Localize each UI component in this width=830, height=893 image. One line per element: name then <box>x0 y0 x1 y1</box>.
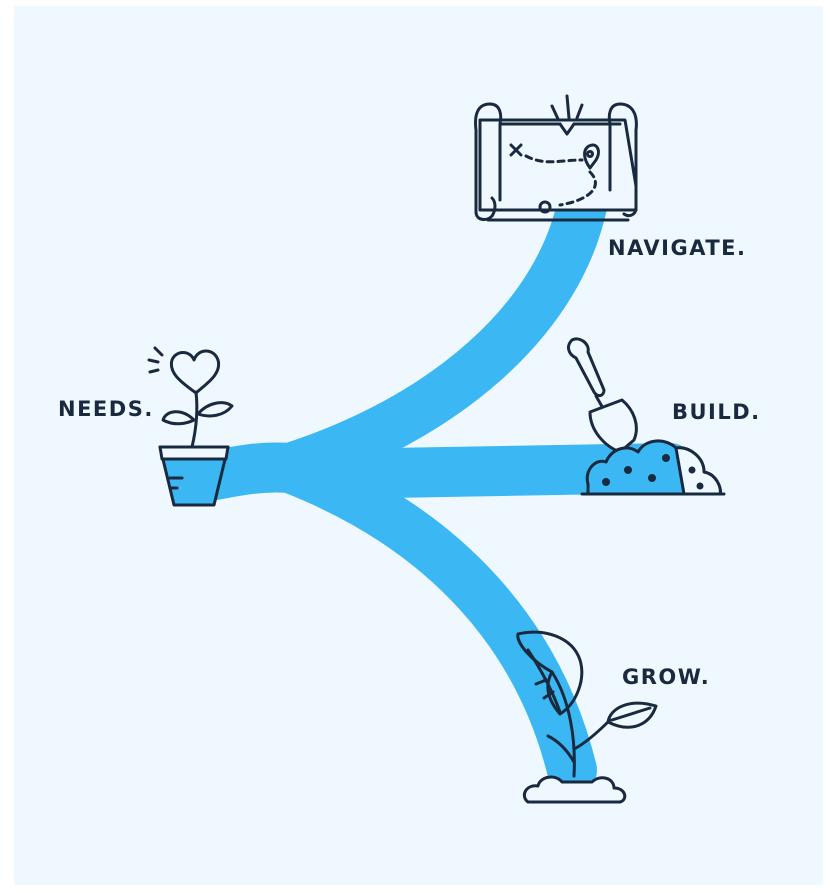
treasure-map-icon <box>474 94 638 222</box>
heart-flower-pot-icon <box>147 346 234 507</box>
sprout-icon <box>516 630 658 804</box>
path-to-navigate <box>265 165 610 493</box>
label-build: BUILD. <box>672 400 761 424</box>
path-to-grow <box>265 443 597 795</box>
diagram-background <box>14 6 823 885</box>
trowel-soil-icon <box>567 337 726 496</box>
label-navigate: NAVIGATE. <box>608 236 747 260</box>
label-grow: GROW. <box>622 665 711 689</box>
label-needs: NEEDS. <box>58 397 154 421</box>
